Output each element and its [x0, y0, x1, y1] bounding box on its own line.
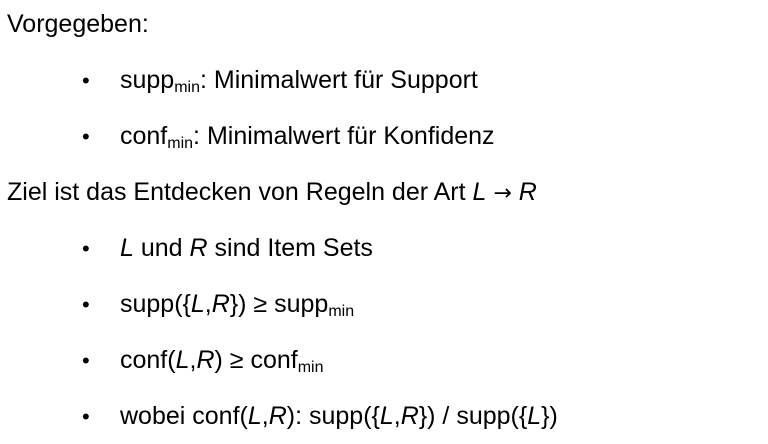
list-item-conf-condition: • conf(L,R) ≥ confmin [82, 345, 324, 376]
var-l: L [379, 402, 394, 430]
bullet: • [82, 404, 90, 429]
var-r: R [268, 402, 287, 430]
min-subscript: min [328, 303, 355, 320]
rule-left: L [472, 178, 487, 206]
list-item-supp-condition: • supp({L,R}) ≥ suppmin [82, 289, 354, 320]
bullet: • [82, 68, 90, 93]
comma: , [189, 346, 197, 374]
text-divide-supp: }) / supp({ [418, 402, 528, 430]
min-subscript: min [174, 79, 200, 96]
heading-given: Vorgegeben: [7, 10, 149, 38]
comma: , [393, 402, 401, 430]
text-wobei-conf: wobei conf( [120, 402, 248, 430]
comma: , [261, 402, 269, 430]
var-l: L [190, 290, 205, 318]
text-supp-open: ): supp({ [286, 402, 380, 430]
var-l: L [247, 402, 262, 430]
bullet: • [82, 236, 90, 261]
var-l: L [120, 234, 134, 262]
list-item-itemsets: • L und R sind Item Sets [82, 233, 373, 264]
min-subscript: min [297, 359, 324, 376]
conf-label: conf [120, 122, 168, 150]
comma: , [204, 290, 212, 318]
list-item-conf-min: • confmin: Minimalwert für Konfidenz [82, 121, 495, 152]
text-conf-open: conf( [120, 346, 176, 374]
text-close: }) [541, 402, 558, 430]
var-r: R [211, 290, 230, 318]
var-r: R [196, 346, 215, 374]
supp-description: : Minimalwert für Support [200, 66, 478, 94]
text-supp-open: supp({ [120, 290, 191, 318]
var-r: R [189, 234, 208, 262]
min-subscript: min [167, 135, 194, 152]
text-ge-conf: ) ≥ conf [214, 346, 298, 374]
conf-description: : Minimalwert für Konfidenz [193, 122, 495, 150]
var-l: L [175, 346, 190, 374]
text-und: und [133, 234, 190, 262]
supp-label: supp [120, 66, 175, 94]
list-item-conf-definition: •wobei conf(L,R): supp({L,R}) / supp({L}… [82, 401, 558, 432]
arrow-icon: → [493, 181, 512, 206]
text-item-sets: sind Item Sets [207, 234, 373, 262]
bullet: • [82, 124, 90, 149]
text-ge-supp: }) ≥ supp [229, 290, 329, 318]
heading-goal: Ziel ist das Entdecken von Regeln der Ar… [7, 177, 537, 209]
list-item-supp-min: • suppmin: Minimalwert für Support [82, 65, 478, 96]
rule-right: R [518, 178, 537, 206]
var-r: R [400, 402, 419, 430]
goal-text: Ziel ist das Entdecken von Regeln der Ar… [7, 178, 473, 206]
bullet: • [82, 292, 90, 317]
var-l: L [527, 402, 542, 430]
bullet: • [82, 348, 90, 373]
